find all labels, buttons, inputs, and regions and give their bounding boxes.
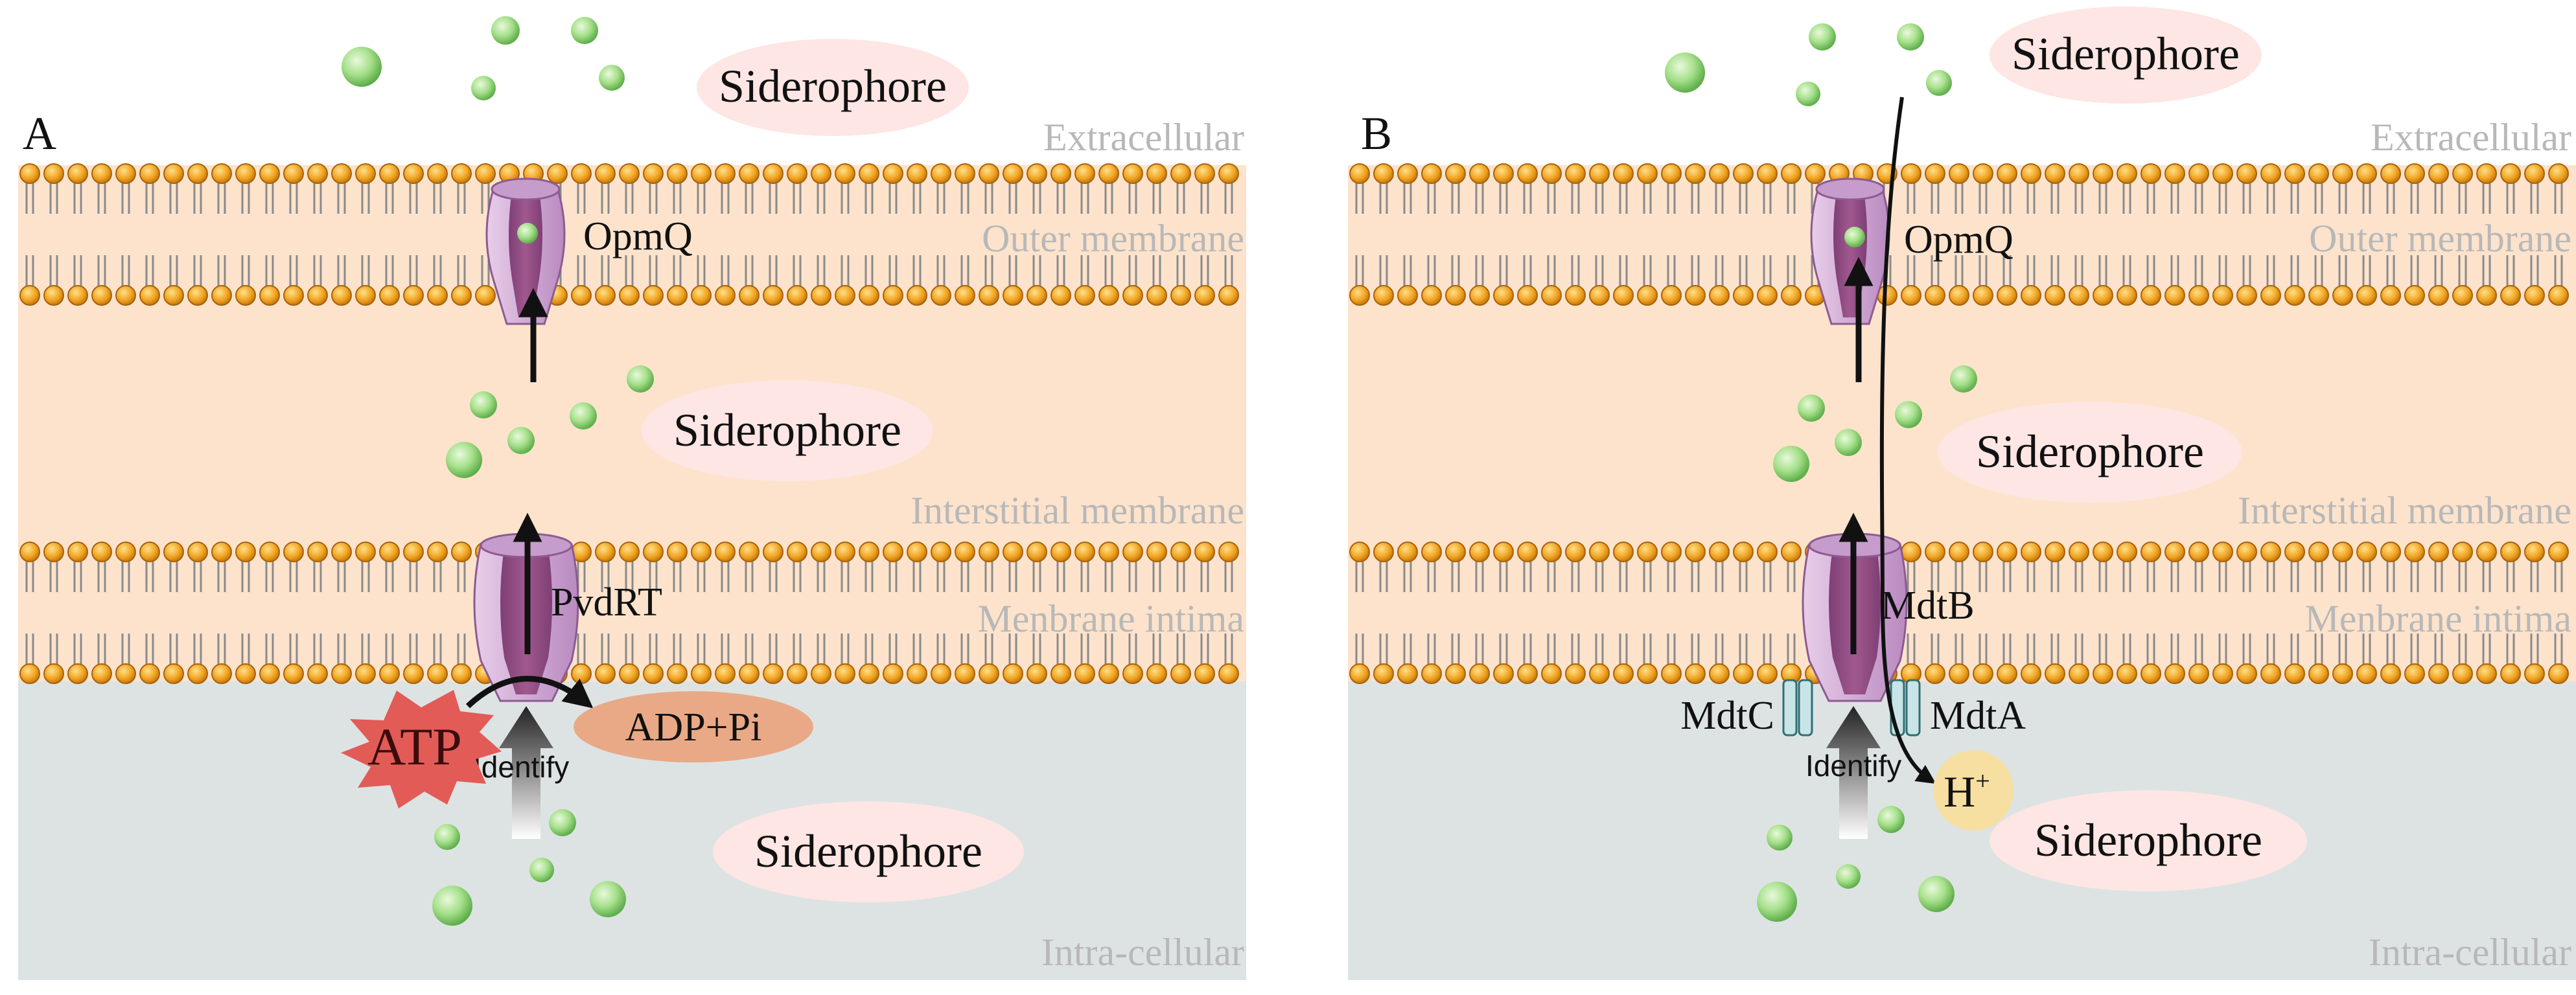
siderophore-label-bottom: Siderophore [2034, 814, 2262, 866]
siderophore-molecule [446, 442, 482, 478]
outer-membrane [19, 163, 1239, 306]
siderophore-molecule [1757, 882, 1797, 922]
panel-label: B [1361, 108, 1392, 159]
siderophore-label-top: Siderophore [719, 60, 947, 112]
siderophore-molecule [599, 65, 625, 91]
siderophore-molecule [1835, 429, 1862, 456]
identify-label: Identify [1805, 749, 1901, 783]
identify-label: Identify [473, 750, 569, 784]
membrane-region [1348, 165, 2576, 681]
siderophore-molecule [1809, 23, 1836, 51]
proton-path-arrow [1879, 97, 1936, 784]
proton-bubble [1933, 750, 2013, 830]
siderophore-molecule [434, 824, 460, 850]
siderophore-molecule [529, 858, 554, 882]
siderophore-label-top: Siderophore [2012, 28, 2240, 80]
atp-star [341, 690, 502, 808]
zone-label-intracellular: Intra-cellular [2369, 931, 2571, 974]
siderophore-label-bg [1990, 790, 2307, 891]
zone-label-outer-membrane: Outer membrane [982, 217, 1244, 260]
siderophore-label-bg [1938, 402, 2242, 503]
siderophore-molecule [1767, 825, 1793, 851]
siderophore-molecule [627, 365, 654, 393]
siderophore-molecule [1665, 52, 1705, 93]
mdta-label: MdtA [1930, 694, 2026, 738]
mdtc-label: MdtC [1680, 694, 1774, 738]
siderophore-label-middle: Siderophore [1976, 426, 2204, 477]
siderophore-label-bg [713, 801, 1024, 902]
extracellular-region [1348, 0, 2576, 165]
siderophore-label-bottom: Siderophore [754, 825, 982, 877]
panel-label: A [23, 108, 56, 159]
atp-label: ATP [367, 717, 462, 776]
siderophore-molecule [571, 17, 598, 44]
siderophore-molecule [1950, 365, 1977, 393]
zone-label-inner-membrane: Menbrane intima [977, 597, 1244, 640]
mdtc-subunit [1782, 679, 1813, 737]
siderophore-molecule [1844, 227, 1865, 247]
opmq-label: OpmQ [583, 214, 693, 258]
siderophore-label-bg [1990, 6, 2262, 104]
zone-label-intracellular: Intra-cellular [1041, 931, 1244, 974]
opmq-label: OpmQ [1904, 218, 2013, 262]
siderophore-molecule [342, 47, 382, 87]
siderophore-molecule [1877, 806, 1905, 833]
opmq-channel [485, 177, 566, 325]
cytoplasm-region [1348, 681, 2576, 980]
siderophore-molecule [471, 76, 496, 100]
siderophore-molecule [1918, 876, 1955, 912]
hydrolysis-arrow [465, 676, 594, 709]
siderophore-label-bg [642, 380, 933, 481]
extracellular-region [18, 0, 1246, 165]
adp-label: ADP+Pi [625, 705, 762, 749]
identify-arrow [499, 706, 553, 839]
siderophore-molecule [570, 402, 597, 429]
siderophore-molecule [1926, 70, 1952, 96]
inner-membrane [19, 542, 1239, 684]
siderophore-molecule [470, 391, 497, 418]
siderophore-molecule [1897, 23, 1924, 51]
panel-a: A Extracellular Outer membrane Interstit… [18, 0, 1246, 980]
siderophore-molecule [1796, 82, 1820, 106]
mdtb-label: MdtB [1881, 584, 1975, 628]
siderophore-molecule [590, 881, 626, 917]
siderophore-label-middle: Siderophore [673, 404, 901, 456]
siderophore-molecule [1836, 864, 1861, 889]
zone-label-inner-membrane: Menbrane intima [2304, 597, 2571, 640]
identify-arrow [1826, 706, 1881, 839]
siderophore-molecule [517, 223, 538, 244]
zone-label-extracellular: Extracellular [2371, 116, 2571, 159]
siderophore-molecule [549, 809, 576, 836]
adp-label-bg [574, 691, 813, 762]
zone-label-extracellular: Extracellular [1043, 116, 1244, 159]
siderophore-molecule [1773, 446, 1809, 482]
proton-label: H+ [1944, 766, 1990, 816]
zone-label-interstitial: Interstitial membrane [2238, 489, 2571, 532]
siderophore-molecule [432, 886, 472, 926]
siderophore-molecule [1895, 401, 1922, 428]
zone-label-outer-membrane: Outer membrane [2309, 217, 2571, 260]
siderophore-molecule [507, 427, 535, 454]
panel-b: B Extracellular Outer membrane Interstit… [1348, 0, 2576, 980]
zone-label-interstitial: Interstitial membrane [911, 489, 1244, 532]
membrane-region [18, 165, 1246, 681]
pvdrt-label: PvdRT [551, 580, 662, 624]
siderophore-molecule [1798, 395, 1825, 422]
siderophore-molecule [491, 16, 520, 45]
siderophore-label-bg [697, 39, 969, 136]
